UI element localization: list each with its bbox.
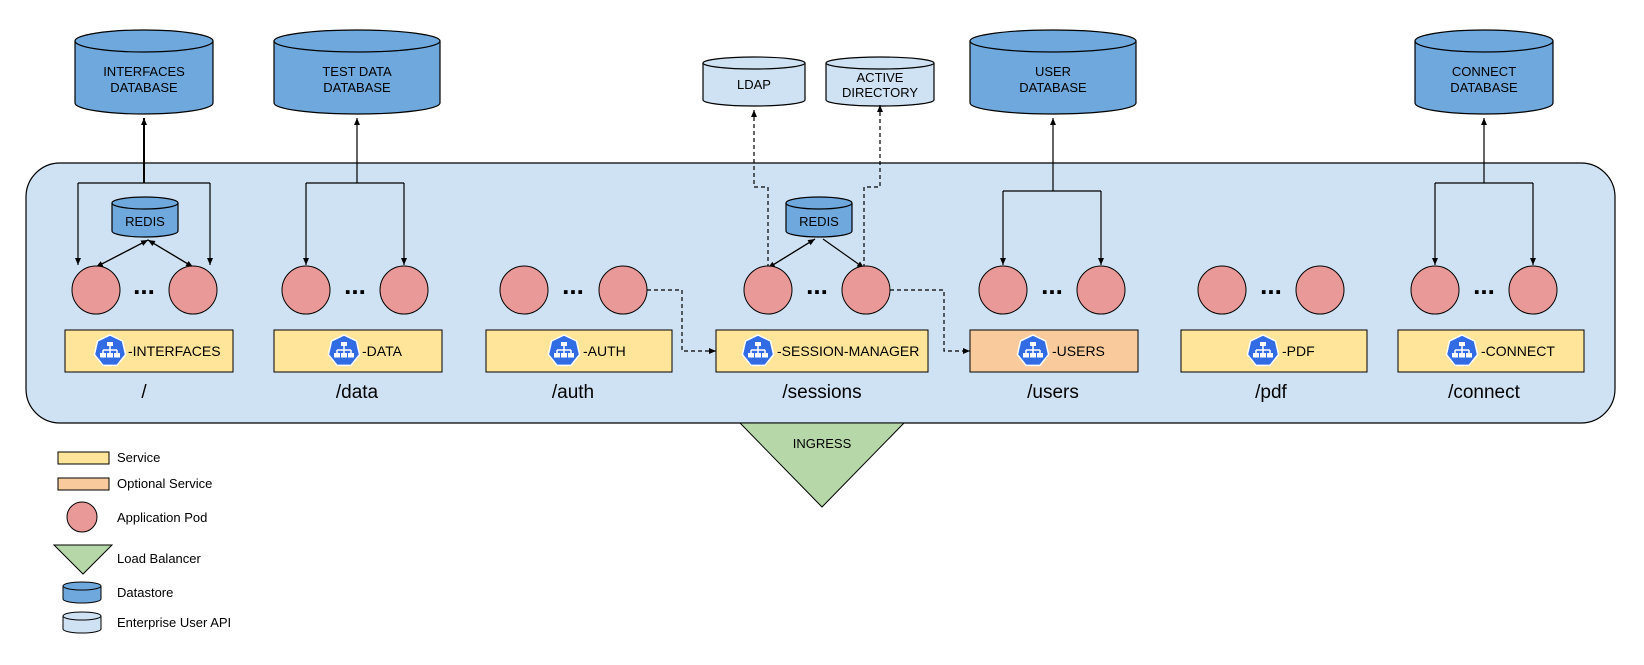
interfaces-database-label-1: INTERFACES bbox=[103, 64, 185, 79]
kubernetes-service-icon bbox=[1445, 334, 1479, 367]
redis-sessions: REDIS bbox=[785, 196, 853, 238]
pod-auth-1 bbox=[499, 265, 549, 315]
service-connect-label: -CONNECT bbox=[1481, 343, 1555, 359]
legend-datastore-symbol bbox=[62, 581, 102, 604]
connector bbox=[767, 238, 816, 269]
legend-service-swatch bbox=[57, 451, 110, 465]
legend-optional-service-swatch bbox=[57, 477, 110, 491]
active-directory-label-2: DIRECTORY bbox=[842, 85, 918, 100]
pod-data-2 bbox=[379, 265, 429, 315]
service-session-manager-label: -SESSION-MANAGER bbox=[777, 343, 919, 359]
service-auth-label: -AUTH bbox=[583, 343, 626, 359]
service-data-label: -DATA bbox=[362, 343, 403, 359]
connectors bbox=[75, 105, 1536, 354]
service-connect-box bbox=[1397, 329, 1585, 373]
application-pods: ..................... bbox=[71, 265, 1558, 315]
interfaces-database: INTERFACES DATABASE bbox=[74, 29, 214, 115]
connect-database: CONNECT DATABASE bbox=[1414, 29, 1554, 115]
ldap-label: LDAP bbox=[737, 77, 771, 92]
pod-users-1 bbox=[978, 265, 1028, 315]
legend-load-balancer-label: Load Balancer bbox=[117, 551, 202, 566]
service-pdf: -PDF/pdf bbox=[1180, 329, 1368, 403]
pod-session-manager-1 bbox=[743, 265, 793, 315]
connector bbox=[147, 239, 194, 268]
service-users-box bbox=[969, 329, 1139, 373]
legend-service-label: Service bbox=[117, 450, 160, 465]
connector bbox=[751, 110, 769, 268]
route-pdf: /pdf bbox=[1255, 382, 1287, 403]
user-database-label-1: USER bbox=[1035, 64, 1071, 79]
route-data: /data bbox=[336, 382, 379, 403]
kubernetes-service-icon bbox=[1016, 334, 1050, 367]
service-connect: -CONNECT/connect bbox=[1397, 329, 1585, 403]
route-auth: /auth bbox=[552, 382, 594, 403]
service-users: -USERS/users bbox=[969, 329, 1139, 403]
kubernetes-service-icon bbox=[327, 334, 361, 367]
redis-interfaces: REDIS bbox=[111, 196, 179, 238]
pod-connect-2 bbox=[1508, 265, 1558, 315]
pod-ellipsis: ... bbox=[344, 270, 366, 300]
test-data-database: TEST DATA DATABASE bbox=[273, 29, 441, 115]
pod-ellipsis: ... bbox=[1260, 270, 1282, 300]
redis-label: REDIS bbox=[799, 214, 839, 229]
services: -INTERFACES / -DATA/data -AUTH/auth -SESSION… bbox=[64, 329, 1585, 403]
ingress-label: INGRESS bbox=[793, 436, 852, 451]
kubernetes-service-icon bbox=[93, 334, 127, 367]
legend-load-balancer-symbol bbox=[52, 544, 114, 575]
pod-data-1 bbox=[281, 265, 331, 315]
kubernetes-service-icon bbox=[547, 334, 581, 367]
pod-interfaces-1 bbox=[71, 265, 121, 315]
legend: Service Optional Service Application Pod… bbox=[52, 450, 231, 634]
connect-database-label-1: CONNECT bbox=[1452, 64, 1516, 79]
legend-pod-symbol bbox=[66, 501, 98, 533]
connect-database-label-2: DATABASE bbox=[1450, 80, 1518, 95]
pod-auth-2 bbox=[598, 265, 648, 315]
service-session-manager: -SESSION-MANAGER/sessions bbox=[715, 329, 929, 403]
pod-ellipsis: ... bbox=[562, 270, 584, 300]
pod-interfaces-2 bbox=[168, 265, 218, 315]
legend-enterprise-api-label: Enterprise User API bbox=[117, 615, 231, 630]
legend-pod-label: Application Pod bbox=[117, 510, 207, 525]
legend-optional-service-label: Optional Service bbox=[117, 476, 212, 491]
pod-session-manager-2 bbox=[841, 265, 891, 315]
pod-ellipsis: ... bbox=[1041, 270, 1063, 300]
interfaces-database-label-2: DATABASE bbox=[110, 80, 178, 95]
service-interfaces-box bbox=[64, 329, 234, 373]
route-connect: /connect bbox=[1448, 382, 1521, 403]
service-auth: -AUTH/auth bbox=[485, 329, 673, 403]
route-session-manager: /sessions bbox=[782, 382, 861, 403]
test-data-database-label-1: TEST DATA bbox=[322, 64, 392, 79]
pod-ellipsis: ... bbox=[1473, 270, 1495, 300]
user-database: USER DATABASE bbox=[969, 29, 1137, 115]
route-users: /users bbox=[1027, 382, 1079, 403]
kubernetes-service-icon bbox=[1246, 334, 1280, 367]
pod-users-2 bbox=[1076, 265, 1126, 315]
pod-ellipsis: ... bbox=[133, 270, 155, 300]
service-users-label: -USERS bbox=[1052, 343, 1105, 359]
redis-label: REDIS bbox=[125, 214, 165, 229]
test-data-database-label-2: DATABASE bbox=[323, 80, 391, 95]
connector bbox=[890, 289, 970, 354]
legend-enterprise-api-symbol bbox=[62, 611, 102, 634]
route-interfaces: / bbox=[141, 382, 147, 403]
kubernetes-service-icon bbox=[741, 334, 775, 367]
active-directory-label-1: ACTIVE bbox=[857, 70, 904, 85]
ingress-load-balancer: INGRESS bbox=[738, 422, 906, 508]
connector bbox=[95, 239, 149, 268]
pod-ellipsis: ... bbox=[806, 270, 828, 300]
service-pdf-label: -PDF bbox=[1282, 343, 1315, 359]
legend-datastore-label: Datastore bbox=[117, 585, 173, 600]
service-data: -DATA/data bbox=[273, 329, 443, 403]
pod-pdf-2 bbox=[1295, 265, 1345, 315]
ldap-api: LDAP bbox=[702, 56, 806, 107]
service-interfaces: -INTERFACES / bbox=[64, 329, 234, 403]
pod-connect-1 bbox=[1410, 265, 1460, 315]
service-interfaces-label: -INTERFACES bbox=[128, 343, 221, 359]
active-directory-api: ACTIVE DIRECTORY bbox=[825, 56, 935, 107]
connector bbox=[822, 238, 865, 269]
pod-pdf-1 bbox=[1197, 265, 1247, 315]
user-database-label-2: DATABASE bbox=[1019, 80, 1087, 95]
connector bbox=[647, 289, 716, 354]
